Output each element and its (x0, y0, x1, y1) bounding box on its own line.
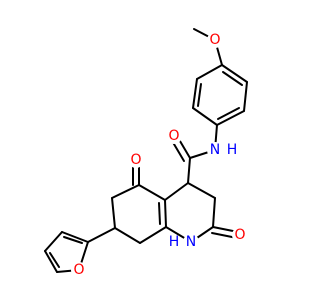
bond-aryl-1 (196, 64, 223, 80)
methoxy-oxygen-atom: O (207, 32, 223, 48)
bond-c8a-c4a-2 (158, 202, 161, 225)
bond-c7-c8 (114, 227, 141, 244)
bond-aryl-double-2 (217, 107, 240, 120)
furan-oxygen-label: O (73, 262, 84, 278)
bond-aryl-2 (192, 78, 198, 109)
bond-aryl-double-3 (222, 71, 243, 86)
lactam-oxygen-atom: O (232, 227, 248, 243)
bond-carbonyl-c4 (187, 157, 191, 184)
amide-nitrogen-label: N (210, 142, 220, 158)
bond-furan-double-1 (63, 236, 83, 244)
bond-c4a-c5 (138, 184, 166, 201)
molecule-structure-diagram: O N H O O O N H O (44, 28, 248, 278)
amide-hydrogen-label: H (227, 142, 238, 158)
bond-furan-double-2 (49, 252, 60, 268)
bond-c4-c3 (187, 182, 216, 199)
ketone-oxygen-label: O (130, 152, 141, 168)
bond-furan-3 (44, 250, 58, 273)
bond-aryl-5 (243, 81, 248, 112)
bond-furan-2 (44, 231, 63, 252)
methoxy-oxygen-label: O (209, 32, 220, 48)
bond-c8-c8a (139, 226, 167, 244)
lactam-oxygen-label: O (234, 227, 245, 243)
bond-aryl-3 (192, 107, 218, 126)
atom-label-layer: O N H O O O N H O (71, 32, 248, 278)
bond-c3-c2 (212, 197, 216, 228)
amide-nitrogen-atom: N H (207, 142, 239, 158)
ring-nitrogen-atom: N H (167, 234, 199, 250)
bond-aryl-4 (216, 110, 245, 126)
ketone-oxygen-atom: O (128, 152, 144, 168)
bond-c6-c7 (111, 197, 116, 229)
bond-c8a-c4a-1 (164, 199, 167, 228)
bond-c7-furan (87, 227, 116, 243)
furan-oxygen-atom: O (71, 262, 87, 278)
bond-c4a-c4 (164, 182, 189, 201)
amide-oxygen-atom: O (166, 128, 182, 144)
bond-aryl-double-1 (197, 83, 202, 107)
amide-oxygen-label: O (168, 128, 179, 144)
ring-nitrogen-label: N (186, 234, 196, 250)
bond-c5-c6 (111, 184, 140, 199)
bond-furan-1 (61, 231, 89, 243)
bond-aryl-6 (221, 64, 248, 83)
ring-hydrogen-label: H (169, 234, 180, 250)
